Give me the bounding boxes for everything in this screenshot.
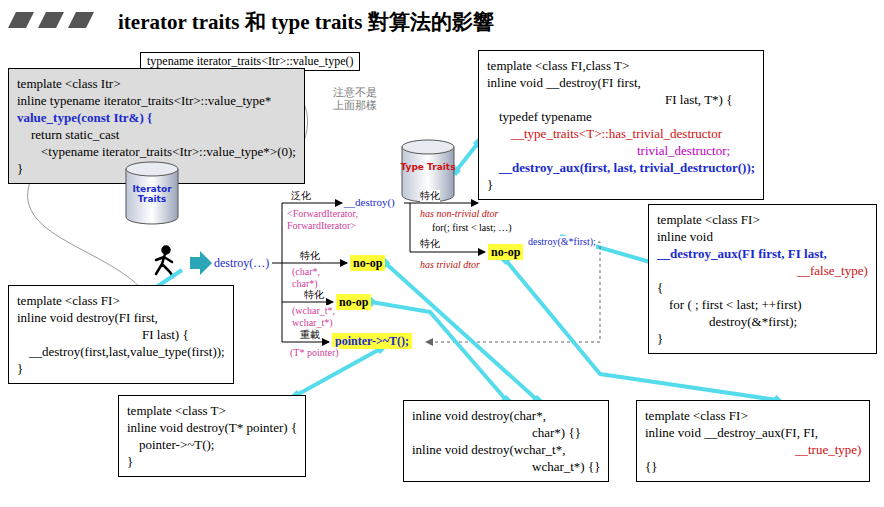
code-box: inline void destroy(char*,char*) {}inlin… [403, 400, 609, 482]
code-line: inline void destroy(wchar_t*, [412, 441, 600, 458]
cyan-arrow [190, 251, 212, 275]
code-line: trivial_destructor; [487, 142, 755, 159]
code-line: __destroy_aux(FI first, FI last, [657, 245, 868, 262]
code-line: pointer->~T(); [127, 436, 297, 453]
code-box: template <class FI,class T>inline void _… [478, 50, 764, 200]
no-op-tag: no-op [350, 255, 385, 271]
code-line: value_type(const Itr&) { [17, 109, 296, 126]
note: 注意不是上面那樣 [333, 86, 381, 112]
dispatch-kind: 泛化 [291, 190, 311, 202]
cylinder-label: Type Traits [400, 138, 456, 172]
no-op-tag: no-op [488, 244, 523, 260]
dashed-call [426, 242, 600, 342]
title-bars [8, 12, 94, 28]
condition: has non-trivial dtor [420, 208, 498, 220]
code-line: <typename iterator_traits<Itr>::value_ty… [17, 143, 296, 160]
code-line: inline void destroy(FI first, [17, 309, 225, 326]
code-line: FI last, T*) { [487, 91, 755, 108]
code-line: } [657, 330, 868, 347]
dispatch-kind: 特化 [300, 250, 320, 262]
code-line: } [17, 360, 225, 377]
code-line: template <class FI> [17, 292, 225, 309]
title: iterator traits 和 type traits 對算法的影響 [118, 8, 494, 36]
no-op-tag: no-op [336, 294, 371, 310]
code-line: template <class FI> [657, 211, 868, 228]
template-args: (char*, char*) [292, 266, 340, 290]
code-line: { [657, 279, 868, 296]
code-box: template <class FI>inline void __destroy… [636, 400, 870, 482]
code-line: } [487, 176, 755, 193]
tag-text: no-op [353, 256, 382, 270]
connector [371, 302, 506, 400]
code-line: FI last) { [17, 326, 225, 343]
template-args: (wchar_t*, wchar_t*) [292, 305, 336, 329]
code-line: typedef typename [487, 108, 755, 125]
code-box: template <class FI>inline void destroy(F… [8, 285, 234, 384]
code-line: inline typename iterator_traits<Itr>::va… [17, 92, 296, 109]
runner-figure [156, 247, 173, 278]
dispatch-kind: 特化 [304, 289, 324, 301]
code-box: template <class FI>inline void__destroy_… [648, 204, 877, 354]
code-line: __destroy(first,last,value_type(first)); [17, 343, 225, 360]
code-line: __destroy_aux(first, last, trivial_destr… [487, 159, 755, 176]
code-line: destroy(&*first); [657, 313, 868, 330]
code-line: char*) {} [412, 424, 600, 441]
dtor-call-tag: pointer->~T(); [332, 333, 412, 349]
code-line: template <class Itr> [17, 75, 296, 92]
call-note: destroy(&*first); [528, 236, 596, 248]
tag-text: no-op [339, 295, 368, 309]
code-line: __type_traits<T>::has_trivial_destructor [487, 125, 755, 142]
loop-note: for(; first < last; …) [432, 222, 512, 234]
code-line: {} [645, 458, 861, 475]
traits-cylinder: Iterator Traits [124, 160, 180, 226]
dispatch-kind: 重載 [300, 329, 320, 341]
tag-text: no-op [491, 245, 520, 259]
condition: has trivial dtor [420, 259, 480, 271]
code-line: typename iterator_traits<Itr>::value_typ… [147, 54, 353, 69]
code-line: template <class T> [127, 402, 297, 419]
code-line: inline void destroy(T* pointer) { [127, 419, 297, 436]
connector [456, 143, 478, 171]
dispatch-kind: 特化 [420, 238, 440, 250]
cylinder-label: Iterator Traits [124, 160, 180, 204]
dispatch-kind: 特化 [420, 190, 440, 202]
code-line: inline void __destroy(FI first, [487, 74, 755, 91]
code-box: template <class T>inline void destroy(T*… [118, 395, 306, 477]
code-line: inline void [657, 228, 868, 245]
code-line: inline void destroy(char*, [412, 407, 600, 424]
code-line: __false_type) [657, 262, 868, 279]
template-args: <ForwardIterator, ForwardIterator> [287, 208, 379, 232]
code-line: inline void __destroy_aux(FI, FI, [645, 424, 861, 441]
code-line: return static_cast [17, 126, 296, 143]
code-line: for ( ; first < last; ++first) [657, 296, 868, 313]
template-args: (T* pointer) [290, 347, 339, 359]
code-line: template <class FI> [645, 407, 861, 424]
connector [385, 263, 537, 400]
code-line: } [127, 453, 297, 470]
code-line: __true_type) [645, 441, 861, 458]
tag-text: pointer->~T(); [335, 334, 409, 348]
code-line: template <class FI,class T> [487, 57, 755, 74]
code-line: wchar_t*) {} [412, 458, 600, 475]
function-name: destroy(…) [214, 256, 269, 270]
